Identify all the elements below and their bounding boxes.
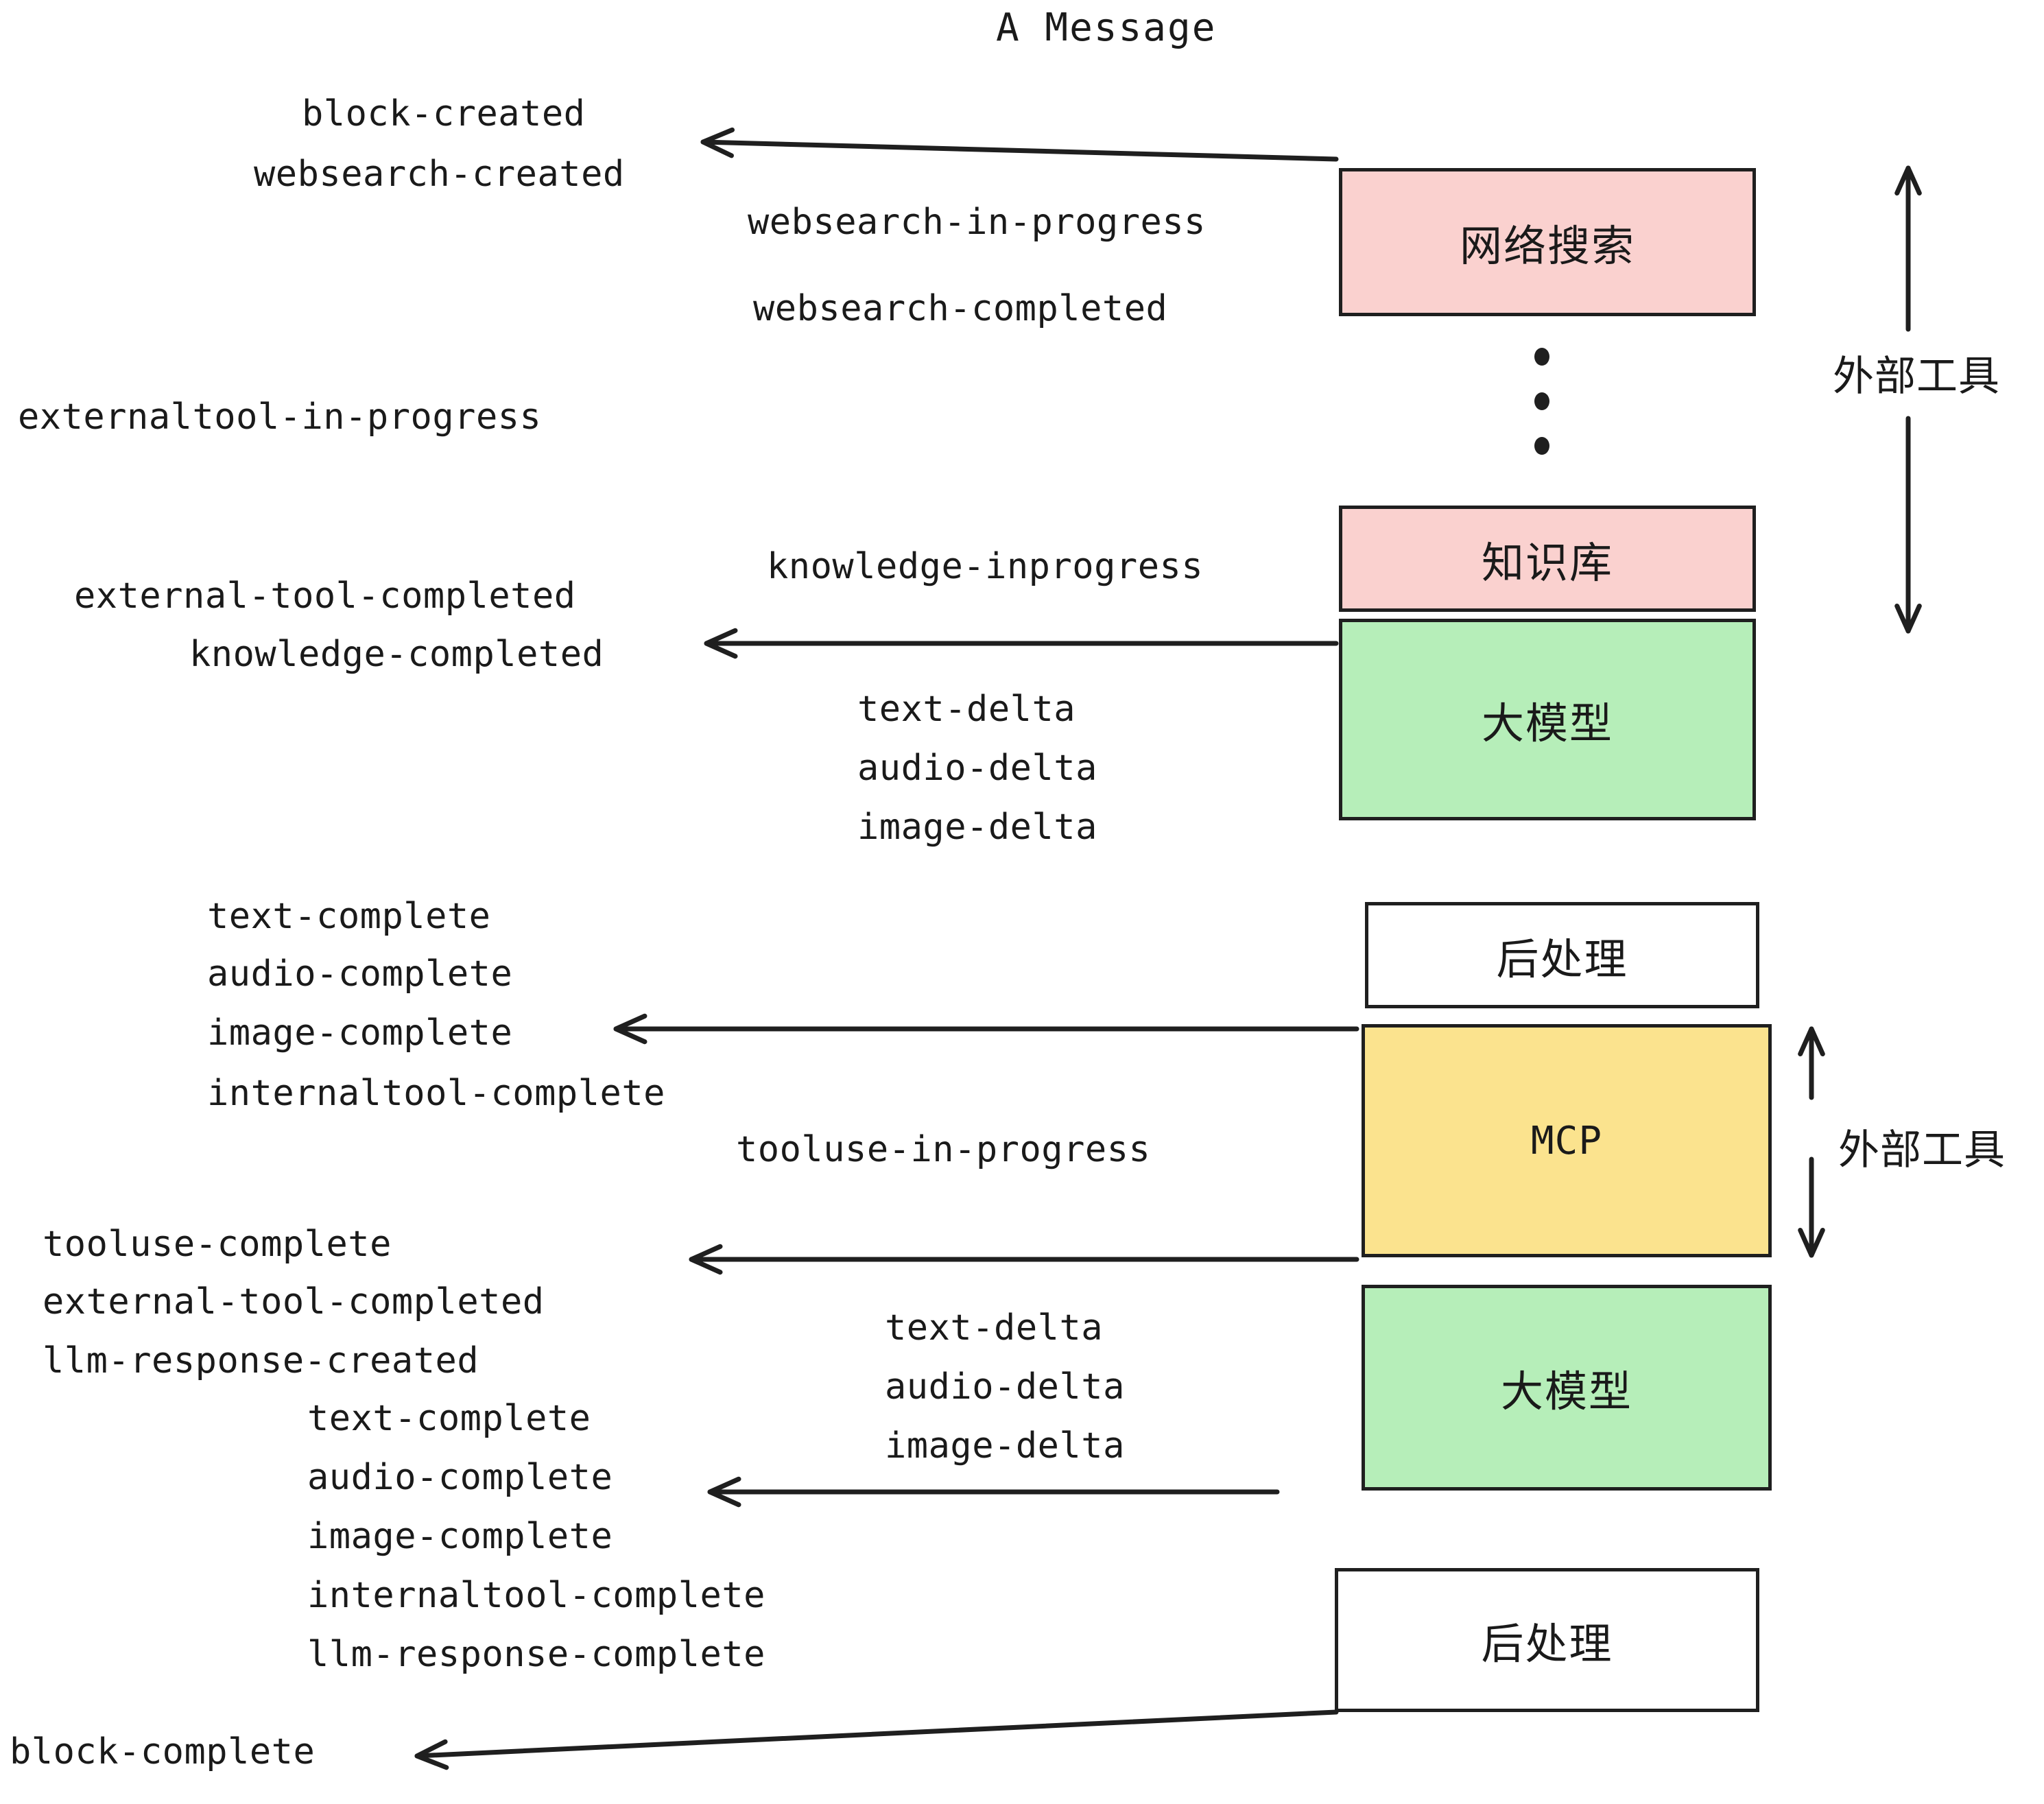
box-label-postprocess-two: 后处理 [1481,1619,1613,1669]
box-llm-first[interactable]: 大模型 [1339,619,1756,820]
side-label-external-tools-bottom: 外部工具 [1838,1126,2006,1174]
ellipsis-dot-2 [1534,392,1549,410]
event-label-tooluse-in-progress: tooluse-in-progress [736,1129,1151,1170]
event-label-websearch-in-progress: websearch-in-progress [748,202,1206,243]
event-label-audio-delta-1: audio-delta [857,748,1097,789]
mcp-arrow-down-head [1798,1227,1825,1258]
event-label-block-created: block-created [302,93,586,134]
event-label-image-complete-1: image-complete [207,1012,513,1054]
arrow-block-created-head [700,127,735,158]
mcp-arrow-up-head [1798,1026,1825,1057]
box-knowledge[interactable]: 知识库 [1339,506,1756,612]
box-label-knowledge: 知识库 [1481,537,1613,588]
event-label-internaltool-complete-2: internaltool-complete [307,1575,765,1616]
event-label-image-complete-2: image-complete [307,1516,613,1557]
arrow-block-complete-head [414,1739,449,1770]
event-label-text-complete-2: text-complete [307,1398,591,1439]
side-label-external-tools-top: 外部工具 [1833,353,2000,401]
ellipsis-dot-1 [1534,348,1549,366]
event-label-block-complete: block-complete [10,1731,316,1772]
event-label-websearch-created: websearch-created [254,154,625,195]
arrow-block-complete-line [414,1709,1339,1759]
box-label-websearch: 网络搜索 [1459,221,1635,271]
box-label-postprocess-one: 后处理 [1496,934,1628,984]
external-tools-arrow-up-head [1894,165,1922,196]
event-label-audio-delta-2: audio-delta [885,1366,1125,1408]
box-label-llm-first: 大模型 [1481,698,1613,748]
box-websearch[interactable]: 网络搜索 [1339,168,1756,316]
event-label-external-tool-completed: external-tool-completed [74,575,576,617]
box-label-mcp: MCP [1530,1118,1603,1163]
bracket-arrows-group [1798,165,1922,1258]
event-label-websearch-completed: websearch-completed [753,288,1168,329]
box-mcp[interactable]: MCP [1362,1024,1772,1257]
event-label-external-tool-completed-2: external-tool-completed [43,1281,545,1322]
ellipsis-dot-3 [1534,437,1549,455]
arrow-image-complete-head [613,1013,647,1045]
arrow-tooluse-complete-head [689,1244,723,1275]
event-label-externaltool-in-progress: externaltool-in-progress [18,396,542,438]
event-label-text-complete-1: text-complete [207,896,491,937]
event-label-image-delta-1: image-delta [857,807,1097,848]
box-llm-second[interactable]: 大模型 [1362,1285,1772,1491]
arrow-knowledge-completed-head [704,628,738,659]
box-postprocess-two[interactable]: 后处理 [1335,1568,1759,1712]
arrow-audio-complete-head [707,1476,741,1508]
event-label-knowledge-completed: knowledge-completed [189,634,604,675]
arrow-block-created-line [700,139,1339,162]
event-label-text-delta-1: text-delta [857,689,1076,730]
event-label-audio-complete-1: audio-complete [207,953,513,995]
event-label-llm-response-complete: llm-response-complete [307,1634,765,1675]
box-label-llm-second: 大模型 [1500,1366,1632,1416]
event-label-text-delta-2: text-delta [885,1307,1104,1349]
event-label-knowledge-inprogress: knowledge-inprogress [767,546,1204,587]
external-tools-arrow-down-head [1894,603,1922,634]
event-label-audio-complete-2: audio-complete [307,1457,613,1498]
event-label-tooluse-complete: tooluse-complete [43,1224,392,1265]
page-title: A Message [996,5,1217,50]
event-label-internaltool-complete-1: internaltool-complete [207,1073,665,1114]
event-label-llm-response-created: llm-response-created [43,1340,479,1381]
box-postprocess-one[interactable]: 后处理 [1365,902,1759,1008]
event-label-image-delta-2: image-delta [885,1425,1125,1467]
